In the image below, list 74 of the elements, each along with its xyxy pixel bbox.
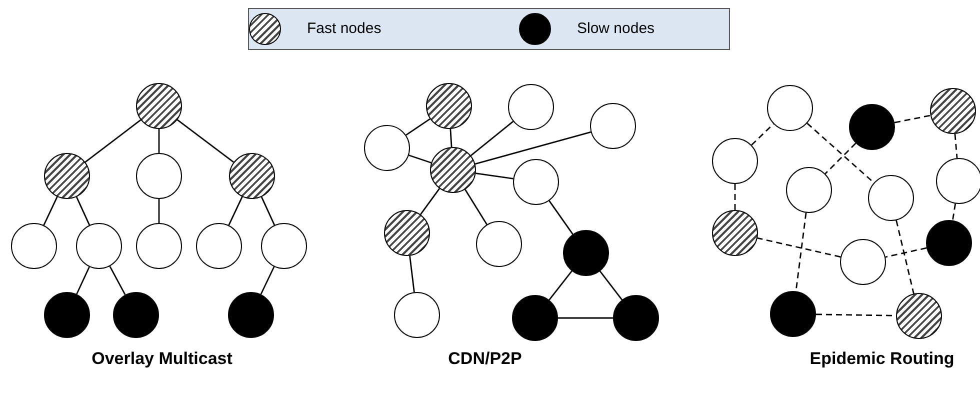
node-circle [786, 167, 832, 213]
link-line [475, 131, 591, 165]
link-line [84, 119, 142, 163]
slow-node-circle [849, 104, 895, 150]
link-line [476, 172, 514, 180]
link-line [76, 196, 90, 226]
slow-node-circle [228, 292, 274, 338]
fast-node-circle [384, 210, 430, 256]
dashed-link-line [806, 122, 874, 184]
link-line [548, 270, 572, 300]
link-line [76, 266, 90, 294]
slow-node-circle [770, 291, 816, 337]
link-line [158, 199, 160, 223]
link-line [450, 128, 452, 148]
fast-node-circle [930, 88, 976, 134]
dashed-link-line [751, 123, 774, 146]
link-line [464, 189, 488, 225]
slow-node-circle [563, 230, 609, 276]
link-line [406, 118, 430, 136]
node-circle [513, 159, 559, 205]
node-circle [136, 223, 182, 269]
node-circle [590, 103, 636, 149]
fast-node-circle [426, 83, 472, 129]
node-circle [394, 292, 440, 338]
legend-label: Fast nodes [307, 20, 382, 37]
panel-title: Epidemic Routing [810, 349, 954, 369]
node-circle [767, 85, 813, 131]
slow-node-circle [44, 292, 90, 338]
link-line [109, 266, 126, 296]
node-circle [136, 153, 182, 199]
link-line [176, 119, 234, 163]
link-line [408, 154, 432, 164]
panel-title: CDN/P2P [448, 349, 522, 369]
node-circle [712, 138, 758, 184]
node-circle [196, 223, 242, 269]
link-line [158, 129, 160, 153]
dashed-link-line [885, 247, 927, 258]
link-line [228, 196, 243, 226]
fast-node-circle [136, 83, 182, 129]
fast-node-circle [229, 153, 275, 199]
dashed-link-line [952, 204, 956, 220]
link-line [420, 188, 440, 215]
dashed-link-line [896, 220, 914, 294]
node-circle [261, 223, 307, 269]
node-circle [936, 158, 980, 204]
dashed-link-line [894, 114, 931, 124]
panel-title: Overlay Multicast [92, 349, 232, 369]
slow-node-circle [113, 292, 159, 338]
fast-node-circle [44, 153, 90, 199]
fast-node-circle [896, 293, 942, 339]
dashed-link-line [757, 237, 841, 258]
link-line [599, 270, 623, 300]
node-circle [476, 221, 522, 267]
fast-node-circle [430, 147, 476, 193]
link-line [43, 196, 58, 226]
slow-node-circle [512, 295, 558, 341]
link-line [470, 120, 514, 156]
link-line [548, 200, 574, 235]
node-circle [76, 223, 122, 269]
node-circle [840, 239, 886, 285]
fast-node-circle [712, 210, 758, 256]
link-line [260, 266, 275, 295]
link-line [558, 317, 613, 319]
dashed-link-line [734, 184, 736, 210]
node-circle [364, 125, 410, 171]
node-circle [11, 223, 57, 269]
legend-label: Slow nodes [577, 20, 655, 37]
node-circle [868, 175, 914, 221]
slow-node-circle [613, 295, 659, 341]
link-line [409, 256, 415, 292]
slow-node-circle [926, 220, 972, 266]
link-line [260, 196, 276, 226]
dashed-link-line [954, 134, 958, 158]
node-circle [508, 84, 554, 130]
